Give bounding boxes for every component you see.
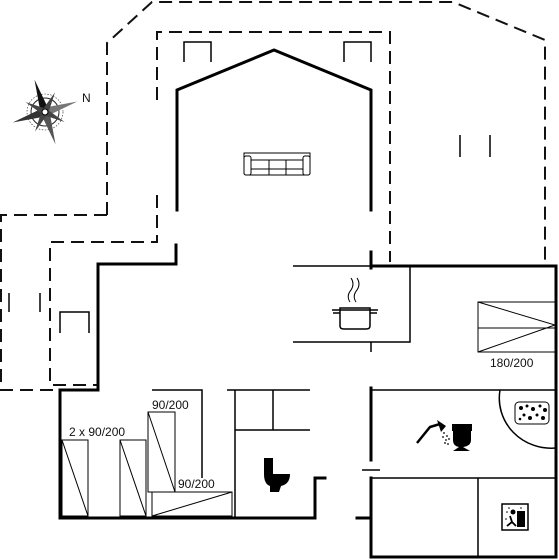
north-label: N xyxy=(82,91,91,105)
bed-single-top xyxy=(147,411,176,493)
interior-walls xyxy=(59,265,557,557)
bed-double-label: 180/200 xyxy=(490,356,534,370)
gable-windows xyxy=(59,41,372,333)
bed-single-top-label: 90/200 xyxy=(152,398,189,412)
whirlpool-icon xyxy=(514,401,550,425)
compass-rose-icon xyxy=(12,79,78,145)
bed-twin-left xyxy=(61,439,89,517)
toilet-icon xyxy=(452,424,472,451)
bed-twin-right xyxy=(119,439,147,517)
bed-twin-label: 2 x 90/200 xyxy=(69,425,126,439)
toilet-icon xyxy=(264,458,290,492)
terrace-outline xyxy=(0,1,546,391)
house-walls xyxy=(58,48,558,559)
bed-single-bottom xyxy=(151,491,233,517)
cooking-pot-icon xyxy=(332,277,378,330)
sauna-icon xyxy=(501,503,529,531)
bed-single-bottom-label: 90/200 xyxy=(178,477,215,491)
shower-icon xyxy=(416,420,450,445)
bed-double xyxy=(477,301,557,353)
terrace-posts xyxy=(8,135,491,312)
sofa-icon xyxy=(243,152,311,176)
